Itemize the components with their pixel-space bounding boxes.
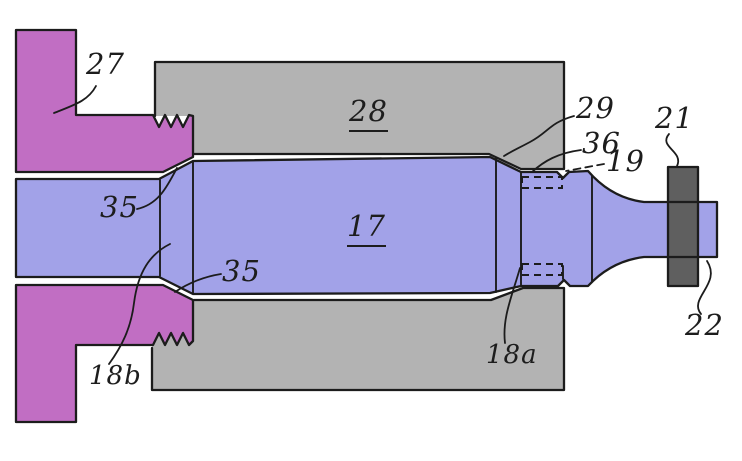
dashed-region-18a xyxy=(521,263,563,276)
leader-29 xyxy=(503,115,575,157)
part-label-29: 29 xyxy=(576,91,615,125)
die-block-upper-outline xyxy=(153,60,566,171)
leader-21 xyxy=(665,133,680,167)
bushing-upper-outline xyxy=(14,28,195,174)
part-label-17: 17 xyxy=(347,212,386,247)
die-block-upper xyxy=(155,62,564,169)
part-label-18b: 18b xyxy=(89,361,142,391)
bushing-upper xyxy=(16,30,193,172)
part-label-36: 36 xyxy=(582,126,621,160)
part-label-19: 19 xyxy=(606,144,645,178)
dashed-region-36 xyxy=(521,176,563,189)
part-label-27: 27 xyxy=(86,47,125,81)
die-block-lower xyxy=(152,288,564,390)
leader-19 xyxy=(565,163,605,172)
part-label-18a: 18a xyxy=(486,340,538,370)
leader-35-top xyxy=(136,167,178,210)
flange-disc-outline xyxy=(666,165,700,288)
leader-22 xyxy=(697,260,712,315)
flange-disc xyxy=(668,167,698,286)
leader-36 xyxy=(531,149,582,173)
cartridge-case-outline xyxy=(14,155,719,296)
bushing-lower-outline xyxy=(14,283,195,424)
bushing-lower xyxy=(16,285,193,422)
cartridge-case-body xyxy=(16,157,717,294)
part-label-35-bottom: 35 xyxy=(222,254,261,288)
leader-18a xyxy=(503,267,521,344)
leader-18b xyxy=(108,243,171,365)
part-label-35-top: 35 xyxy=(100,190,139,224)
leader-35-bottom xyxy=(174,273,222,293)
die-block-lower-outline xyxy=(150,286,566,392)
part-label-22: 22 xyxy=(685,308,724,342)
part-label-21: 21 xyxy=(655,101,694,135)
part-label-28: 28 xyxy=(349,97,388,132)
leader-27 xyxy=(53,85,97,114)
